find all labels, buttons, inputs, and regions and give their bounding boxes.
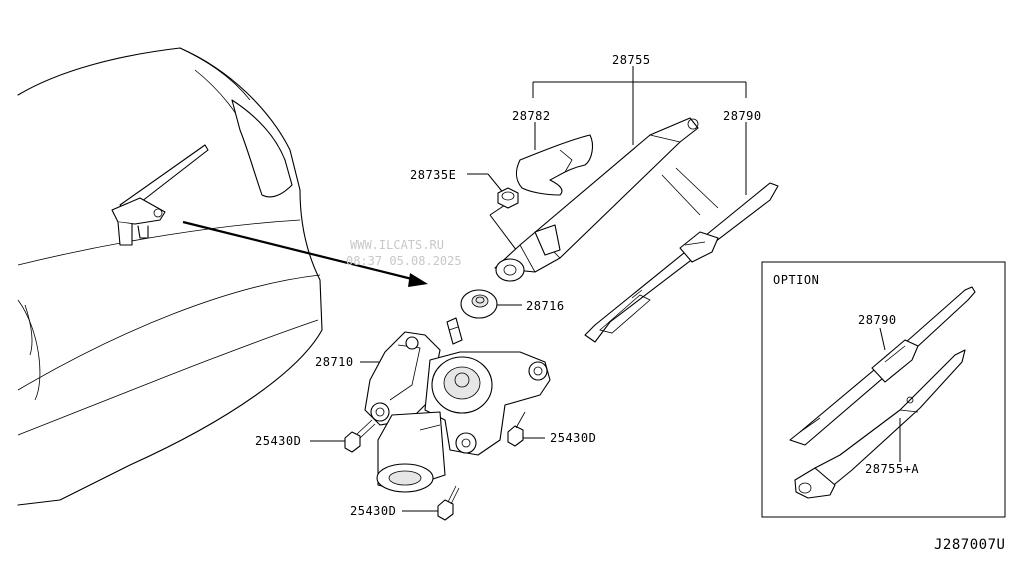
label-28716: 28716 [526,299,565,313]
label-28755: 28755 [612,53,651,67]
arm-cap-28782 [515,134,594,196]
bolt-25430D-left [344,419,376,453]
diagram-code: J287007U [934,537,1005,553]
leader-lines [310,66,747,512]
bolt-25430D-right [507,411,526,447]
direction-arrow [182,220,428,287]
option-title: OPTION [773,273,819,287]
watermark-site: WWW.ILCATS.RU [350,238,444,252]
nut-28735E [497,187,519,209]
wiper-blade-28790 [584,182,779,343]
bolt-25430D-bottom [437,485,460,521]
wiper-arm-28755 [494,117,699,282]
label-25430D-left: 25430D [255,434,301,448]
watermark-timestamp: 08:37 05.08.2025 [346,254,462,268]
option-box [761,261,1006,518]
option-wiper-arm-28755A [794,349,966,499]
label-28735E: 28735E [410,168,456,182]
label-25430D-right: 25430D [550,431,596,445]
option-label-28790: 28790 [858,313,897,327]
grommet-28716 [460,289,498,319]
label-28782: 28782 [512,109,551,123]
label-25430D-bottom: 25430D [350,504,396,518]
wiper-motor-28710 [364,317,551,493]
option-wiper-blade-28790 [789,286,976,446]
vehicle-rear-outline [17,47,323,506]
label-28790: 28790 [723,109,762,123]
label-28710: 28710 [315,355,354,369]
option-label-28755A: 28755+A [865,462,919,476]
